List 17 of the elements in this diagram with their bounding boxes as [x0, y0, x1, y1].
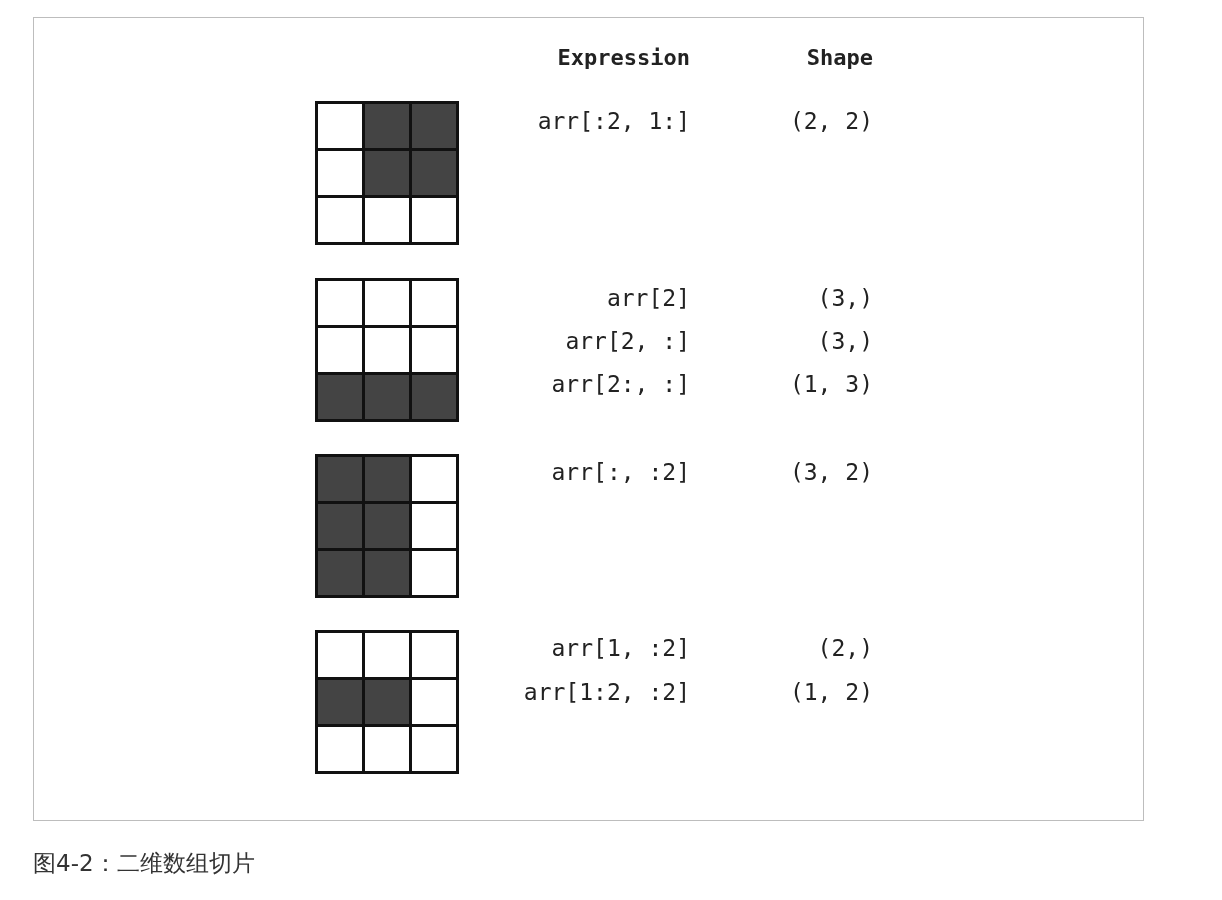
shape-text: (3, 2): [789, 460, 873, 484]
expression-text: arr[1, :2]: [551, 636, 690, 660]
expression-text: arr[2]: [606, 286, 690, 310]
shape-text: (1, 2): [789, 680, 873, 704]
shape-text: (1, 3): [789, 372, 873, 396]
expression-text: arr[:, :2]: [551, 460, 690, 484]
column-header: Shape: [806, 47, 873, 69]
shape-text: (2,): [817, 636, 873, 660]
column-header: Expression: [557, 47, 690, 69]
expression-text: arr[2, :]: [565, 329, 690, 353]
shape-text: (3,): [817, 329, 873, 353]
shape-text: (2, 2): [789, 109, 873, 133]
expression-text: arr[2:, :]: [551, 372, 690, 396]
shape-text: (3,): [817, 286, 873, 310]
expression-text: arr[:2, 1:]: [537, 109, 690, 133]
expression-text: arr[1:2, :2]: [523, 680, 690, 704]
figure-caption: 图4-2：二维数组切片: [33, 849, 255, 878]
